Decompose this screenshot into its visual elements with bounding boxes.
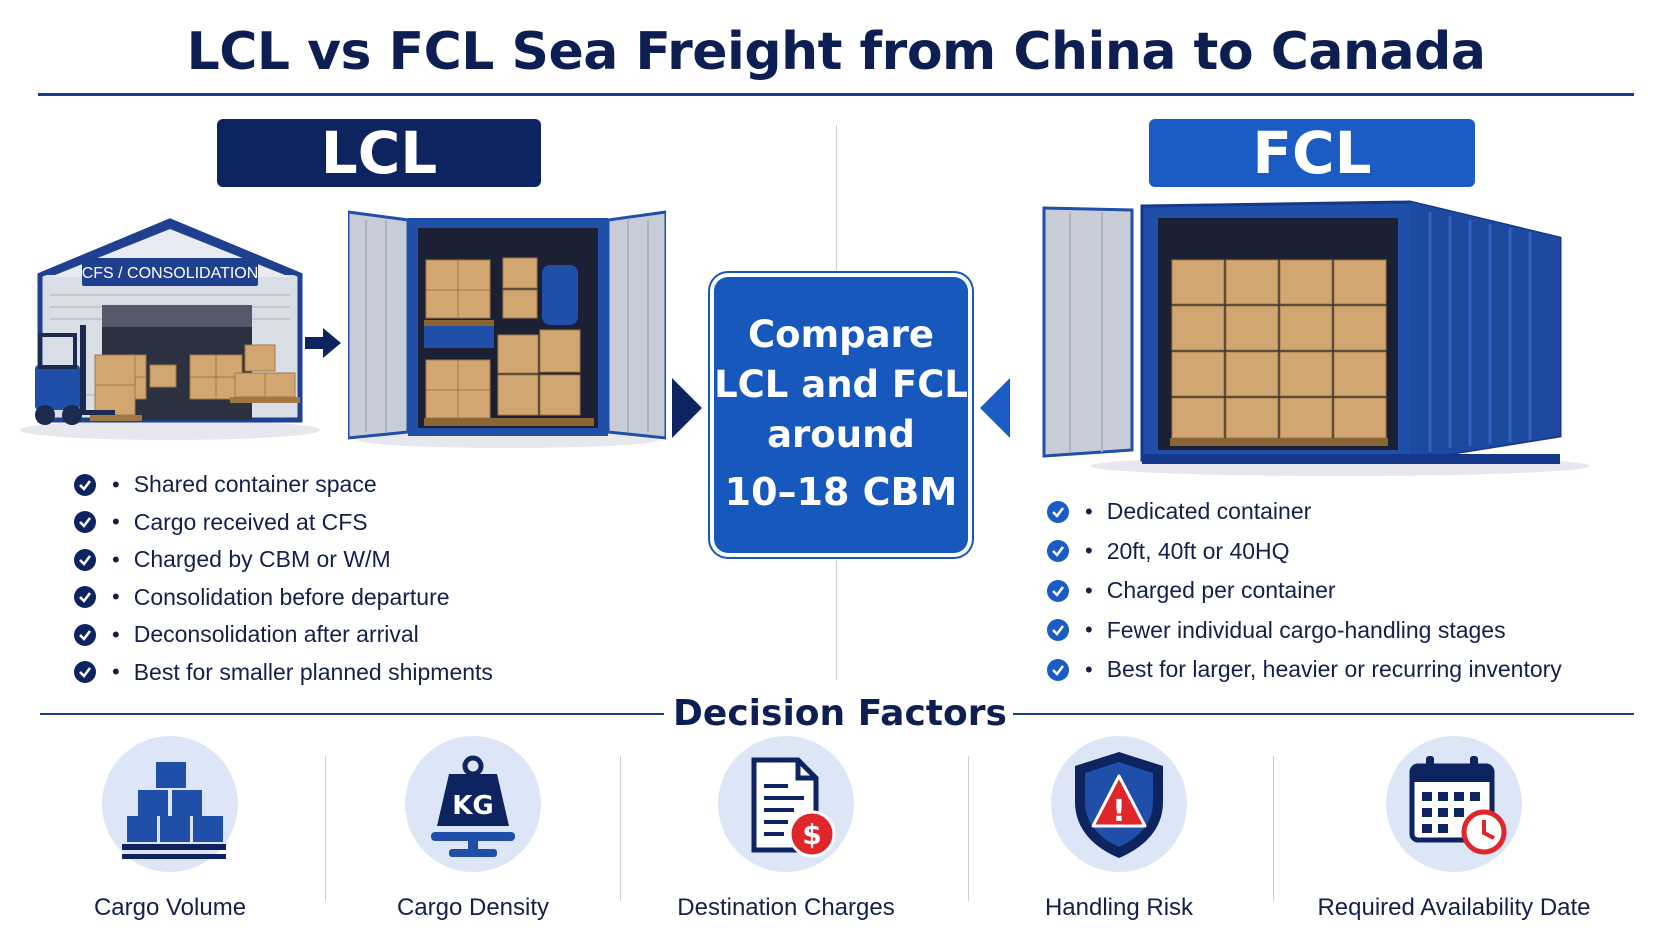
check-circle-icon bbox=[74, 661, 96, 684]
fcl-feature-text: Dedicated container bbox=[1106, 498, 1312, 525]
factor-circle: ! bbox=[1051, 736, 1187, 872]
factor-destination-charges: $ Destination Charges bbox=[636, 736, 936, 922]
factor-circle: KG bbox=[405, 736, 541, 872]
list-item: •Best for smaller planned shipments bbox=[74, 654, 493, 692]
list-item: •Deconsolidation after arrival bbox=[74, 616, 493, 654]
factor-divider bbox=[1273, 756, 1274, 901]
center-divider bbox=[836, 125, 837, 270]
page-title: LCL vs FCL Sea Freight from China to Can… bbox=[186, 22, 1486, 82]
kg-label: KG bbox=[452, 791, 494, 821]
lcl-feature-text: Deconsolidation after arrival bbox=[133, 621, 419, 648]
dollar-symbol: $ bbox=[802, 818, 821, 851]
factor-required-availability-date: Required Availability Date bbox=[1304, 736, 1604, 922]
warning-mark: ! bbox=[1112, 794, 1126, 829]
cfs-warehouse-illustration: CFS / CONSOLIDATION bbox=[20, 218, 320, 440]
factor-label: Required Availability Date bbox=[1317, 894, 1591, 921]
arrow-into-center-left-icon bbox=[672, 378, 702, 438]
factor-divider bbox=[968, 756, 969, 901]
invoice-dollar-icon: $ bbox=[751, 757, 836, 858]
factor-label: Cargo Density bbox=[396, 894, 550, 921]
compare-line-3: around bbox=[767, 413, 915, 456]
check-circle-icon bbox=[74, 548, 96, 571]
factor-label: Cargo Volume bbox=[93, 894, 247, 921]
title-underline bbox=[38, 93, 1634, 96]
factor-handling-risk: ! Handling Risk bbox=[969, 736, 1269, 922]
compare-callout: Compare LCL and FCL around 10–18 CBM bbox=[714, 277, 968, 553]
check-circle-icon bbox=[74, 511, 96, 534]
fcl-feature-text: Charged per container bbox=[1106, 577, 1336, 604]
kg-weight-icon: KG bbox=[431, 755, 515, 857]
list-item: •Cargo received at CFS bbox=[74, 504, 493, 542]
factor-circle bbox=[1386, 736, 1522, 872]
calendar-clock-icon bbox=[1409, 756, 1507, 855]
lcl-feature-list: •Shared container space •Cargo received … bbox=[74, 466, 493, 691]
shield-warning-icon: ! bbox=[1075, 752, 1163, 858]
lcl-feature-text: Cargo received at CFS bbox=[133, 508, 368, 535]
check-circle-icon bbox=[74, 623, 96, 646]
fcl-feature-text: Fewer individual cargo-handling stages bbox=[1106, 616, 1506, 643]
factor-divider bbox=[325, 756, 326, 901]
factor-label: Handling Risk bbox=[1044, 894, 1194, 921]
fcl-badge: FCL bbox=[1149, 119, 1475, 187]
center-divider-lower bbox=[836, 560, 837, 680]
decision-rule-left bbox=[40, 713, 664, 715]
list-item: •Best for larger, heavier or recurring i… bbox=[1047, 650, 1562, 690]
factor-circle: $ bbox=[718, 736, 854, 872]
lcl-container-illustration bbox=[348, 210, 666, 448]
factor-circle bbox=[102, 736, 238, 872]
list-item: •Charged by CBM or W/M bbox=[74, 541, 493, 579]
check-circle-icon bbox=[1047, 579, 1069, 602]
list-item: •Consolidation before departure bbox=[74, 579, 493, 617]
arrow-right-icon bbox=[305, 328, 341, 358]
list-item: •Shared container space bbox=[74, 466, 493, 504]
lcl-feature-text: Consolidation before departure bbox=[133, 583, 450, 610]
check-circle-icon bbox=[74, 586, 96, 609]
factor-cargo-density: KG Cargo Density bbox=[323, 736, 623, 922]
fcl-container-illustration bbox=[1042, 200, 1590, 476]
compare-line-4: 10–18 CBM bbox=[724, 470, 958, 514]
lcl-feature-text: Shared container space bbox=[133, 471, 377, 498]
factor-divider bbox=[620, 756, 621, 901]
list-item: •Fewer individual cargo-handling stages bbox=[1047, 611, 1562, 651]
check-circle-icon bbox=[1047, 540, 1069, 563]
lcl-feature-text: Best for smaller planned shipments bbox=[133, 658, 493, 685]
fcl-feature-text: Best for larger, heavier or recurring in… bbox=[1106, 656, 1562, 683]
compare-line-1: Compare bbox=[748, 313, 934, 356]
decision-rule-right bbox=[1013, 713, 1634, 715]
list-item: •20ft, 40ft or 40HQ bbox=[1047, 532, 1562, 572]
pallet-boxes-icon bbox=[122, 762, 226, 859]
check-circle-icon bbox=[74, 473, 96, 496]
arrow-into-center-right-icon bbox=[980, 378, 1010, 438]
fcl-feature-list: •Dedicated container •20ft, 40ft or 40HQ… bbox=[1047, 492, 1562, 690]
fcl-feature-text: 20ft, 40ft or 40HQ bbox=[1106, 537, 1290, 564]
lcl-badge: LCL bbox=[217, 119, 541, 187]
factor-label: Destination Charges bbox=[677, 894, 895, 921]
lcl-feature-text: Charged by CBM or W/M bbox=[133, 546, 391, 573]
decision-factors-title: Decision Factors bbox=[673, 693, 1007, 734]
factor-cargo-volume: Cargo Volume bbox=[20, 736, 320, 922]
list-item: •Dedicated container bbox=[1047, 492, 1562, 532]
compare-line-2: LCL and FCL bbox=[714, 363, 968, 406]
check-circle-icon bbox=[1047, 619, 1069, 642]
warehouse-sign: CFS / CONSOLIDATION bbox=[82, 265, 259, 282]
list-item: •Charged per container bbox=[1047, 571, 1562, 611]
check-circle-icon bbox=[1047, 500, 1069, 523]
check-circle-icon bbox=[1047, 658, 1069, 681]
